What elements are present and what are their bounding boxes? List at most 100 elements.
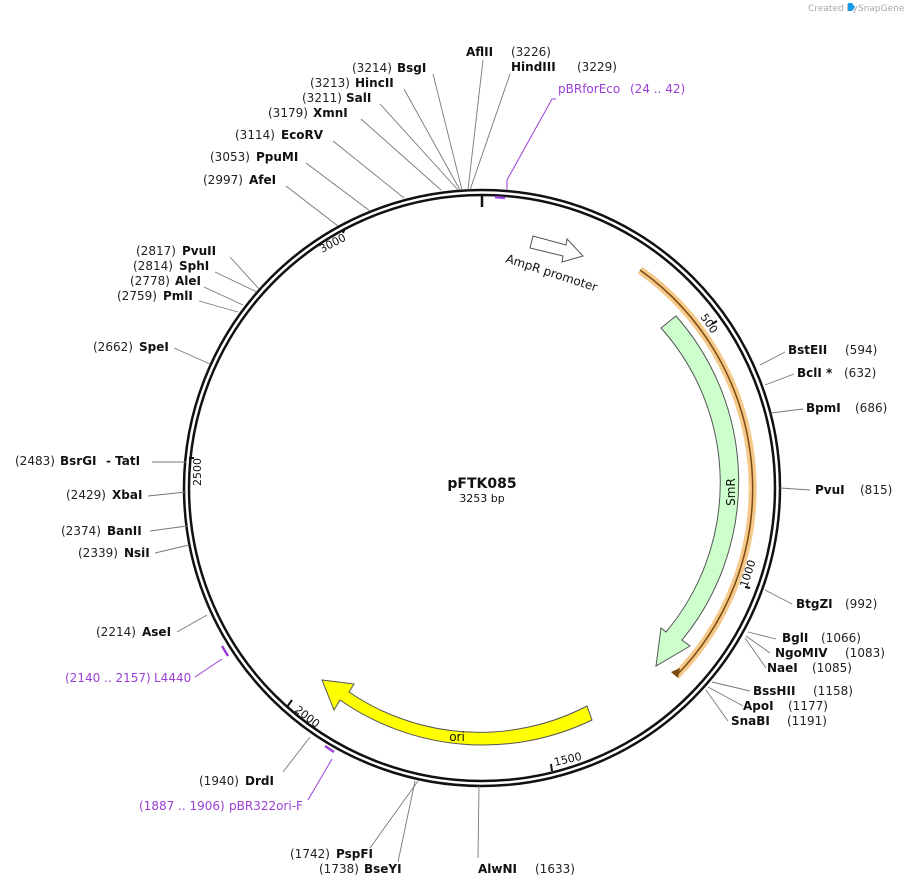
enzyme-bsgi[interactable]: (3214) BsgI: [352, 61, 426, 75]
enzyme-bsrgi[interactable]: (2483) BsrGI - TatI: [15, 454, 140, 468]
svg-text:(3053): (3053): [210, 150, 250, 164]
svg-text:(2429): (2429): [66, 488, 106, 502]
svg-text:AleI: AleI: [175, 274, 201, 288]
svg-text:(2339): (2339): [78, 546, 118, 560]
svg-text:SpeI: SpeI: [139, 340, 169, 354]
ampr-promoter-feature[interactable]: [529, 235, 584, 263]
svg-text:(3179): (3179): [268, 106, 308, 120]
svg-text:(24 .. 42): (24 .. 42): [630, 82, 685, 96]
svg-text:(3211): (3211): [302, 91, 342, 105]
enzyme-naei[interactable]: NaeI (1085): [767, 661, 852, 675]
primer-pbrforeco[interactable]: pBRforEco (24 .. 42): [494, 82, 685, 200]
enzyme-alei[interactable]: (2778) AleI: [130, 274, 201, 288]
svg-text:(1633): (1633): [535, 862, 575, 876]
snapgene-logo-icon: [848, 3, 855, 11]
svg-text:XmnI: XmnI: [313, 106, 348, 120]
enzyme-bsshii[interactable]: BssHII (1158): [753, 684, 853, 698]
svg-text:(3226): (3226): [511, 45, 551, 59]
enzyme-bgli[interactable]: BglI (1066): [782, 631, 861, 645]
enzyme-sphi[interactable]: (2814) SphI: [133, 259, 209, 273]
svg-text:BsgI: BsgI: [397, 61, 426, 75]
enzyme-drdi[interactable]: (1940) DrdI: [199, 774, 274, 788]
svg-text:(632): (632): [844, 366, 876, 380]
svg-text:(2778): (2778): [130, 274, 170, 288]
svg-text:HindIII: HindIII: [511, 60, 556, 74]
svg-text:SnaBI: SnaBI: [731, 714, 770, 728]
svg-text:(1083): (1083): [845, 646, 885, 660]
primer-l4440[interactable]: (2140 .. 2157) L4440: [65, 645, 230, 685]
enzyme-ecorv[interactable]: (3114) EcoRV: [235, 128, 324, 142]
ori-feature[interactable]: [321, 679, 593, 746]
enzyme-leader-lines: [147, 59, 811, 863]
enzyme-spei[interactable]: (2662) SpeI: [93, 340, 169, 354]
enzyme-xmni[interactable]: (3179) XmnI: [268, 106, 348, 120]
svg-text:(1191): (1191): [787, 714, 827, 728]
svg-text:1500: 1500: [553, 750, 583, 769]
svg-text:(2214): (2214): [96, 625, 136, 639]
tick-1500: 1500: [550, 750, 583, 772]
primer-pbr322ori-f[interactable]: (1887 .. 1906) pBR322ori-F: [139, 744, 335, 813]
enzyme-alwni[interactable]: AlwNI (1633): [478, 862, 575, 876]
svg-text:AseI: AseI: [142, 625, 171, 639]
svg-text:(1158): (1158): [813, 684, 853, 698]
enzyme-ngomiv[interactable]: NgoMIV (1083): [775, 646, 885, 660]
svg-text:DrdI: DrdI: [245, 774, 274, 788]
enzyme-hindiii[interactable]: HindIII (3229): [511, 60, 617, 74]
svg-text:(1742): (1742): [290, 847, 330, 861]
orf-arc-line: [639, 269, 754, 677]
enzyme-pspfi[interactable]: (1742) PspFI: [290, 847, 373, 861]
svg-text:(2814): (2814): [133, 259, 173, 273]
svg-text:ApoI: ApoI: [743, 699, 774, 713]
svg-text:BssHII: BssHII: [753, 684, 795, 698]
svg-text:(2759): (2759): [117, 289, 157, 303]
enzyme-xbai[interactable]: (2429) XbaI: [66, 488, 142, 502]
svg-text:pBR322ori-F: pBR322ori-F: [229, 799, 303, 813]
svg-text:XbaI: XbaI: [112, 488, 142, 502]
svg-text:SalI: SalI: [346, 91, 371, 105]
brand-text: SnapGene: [858, 4, 905, 14]
enzyme-pmli[interactable]: (2759) PmlI: [117, 289, 193, 303]
enzyme-banii[interactable]: (2374) BanII: [61, 524, 142, 538]
orf-arrow-icon: [671, 668, 680, 678]
enzyme-asei[interactable]: (2214) AseI: [96, 625, 171, 639]
svg-text:NgoMIV: NgoMIV: [775, 646, 828, 660]
svg-text:BseYI: BseYI: [364, 862, 402, 876]
enzyme-nsii[interactable]: (2339) NsiI: [78, 546, 150, 560]
svg-text:PvuII: PvuII: [182, 244, 216, 258]
tick-3000: 3000: [317, 227, 348, 256]
svg-text:BstEII: BstEII: [788, 343, 827, 357]
svg-text:(1887 .. 1906): (1887 .. 1906): [139, 799, 225, 813]
svg-text:NaeI: NaeI: [767, 661, 798, 675]
enzyme-sali[interactable]: (3211) SalI: [302, 91, 371, 105]
enzyme-bpmi[interactable]: BpmI (686): [806, 401, 887, 415]
svg-text:BclI *: BclI *: [797, 366, 833, 380]
enzyme-bseyi[interactable]: (1738) BseYI: [319, 862, 402, 876]
enzyme-pvui[interactable]: PvuI (815): [815, 483, 892, 497]
enzyme-aflii[interactable]: AflII (3226): [466, 45, 551, 59]
svg-text:BglI: BglI: [782, 631, 808, 645]
svg-text:(2662): (2662): [93, 340, 133, 354]
enzyme-hincii[interactable]: (3213) HincII: [310, 76, 394, 90]
svg-text:PmlI: PmlI: [163, 289, 193, 303]
svg-text:BanII: BanII: [107, 524, 142, 538]
enzyme-snabi[interactable]: SnaBI (1191): [731, 714, 827, 728]
credit-text: Created by: [808, 4, 858, 14]
enzyme-apoi[interactable]: ApoI (1177): [743, 699, 828, 713]
svg-text:(1066): (1066): [821, 631, 861, 645]
enzyme-bsteii[interactable]: BstEII (594): [788, 343, 877, 357]
smr-feature[interactable]: [655, 315, 740, 667]
svg-text:EcoRV: EcoRV: [281, 128, 324, 142]
svg-text:L4440: L4440: [154, 671, 191, 685]
svg-text:PvuI: PvuI: [815, 483, 845, 497]
enzyme-ppumi[interactable]: (3053) PpuMI: [210, 150, 298, 164]
svg-text:(1085): (1085): [812, 661, 852, 675]
svg-text:BpmI: BpmI: [806, 401, 841, 415]
svg-text:(2374): (2374): [61, 524, 101, 538]
enzyme-btgzi[interactable]: BtgZI (992): [796, 597, 877, 611]
enzyme-pvuii[interactable]: (2817) PvuII: [136, 244, 216, 258]
enzyme-afei[interactable]: (2997) AfeI: [203, 173, 276, 187]
svg-text:AflII: AflII: [466, 45, 493, 59]
enzyme-bcli[interactable]: BclI * (632): [797, 366, 876, 380]
svg-text:(3114): (3114): [235, 128, 275, 142]
